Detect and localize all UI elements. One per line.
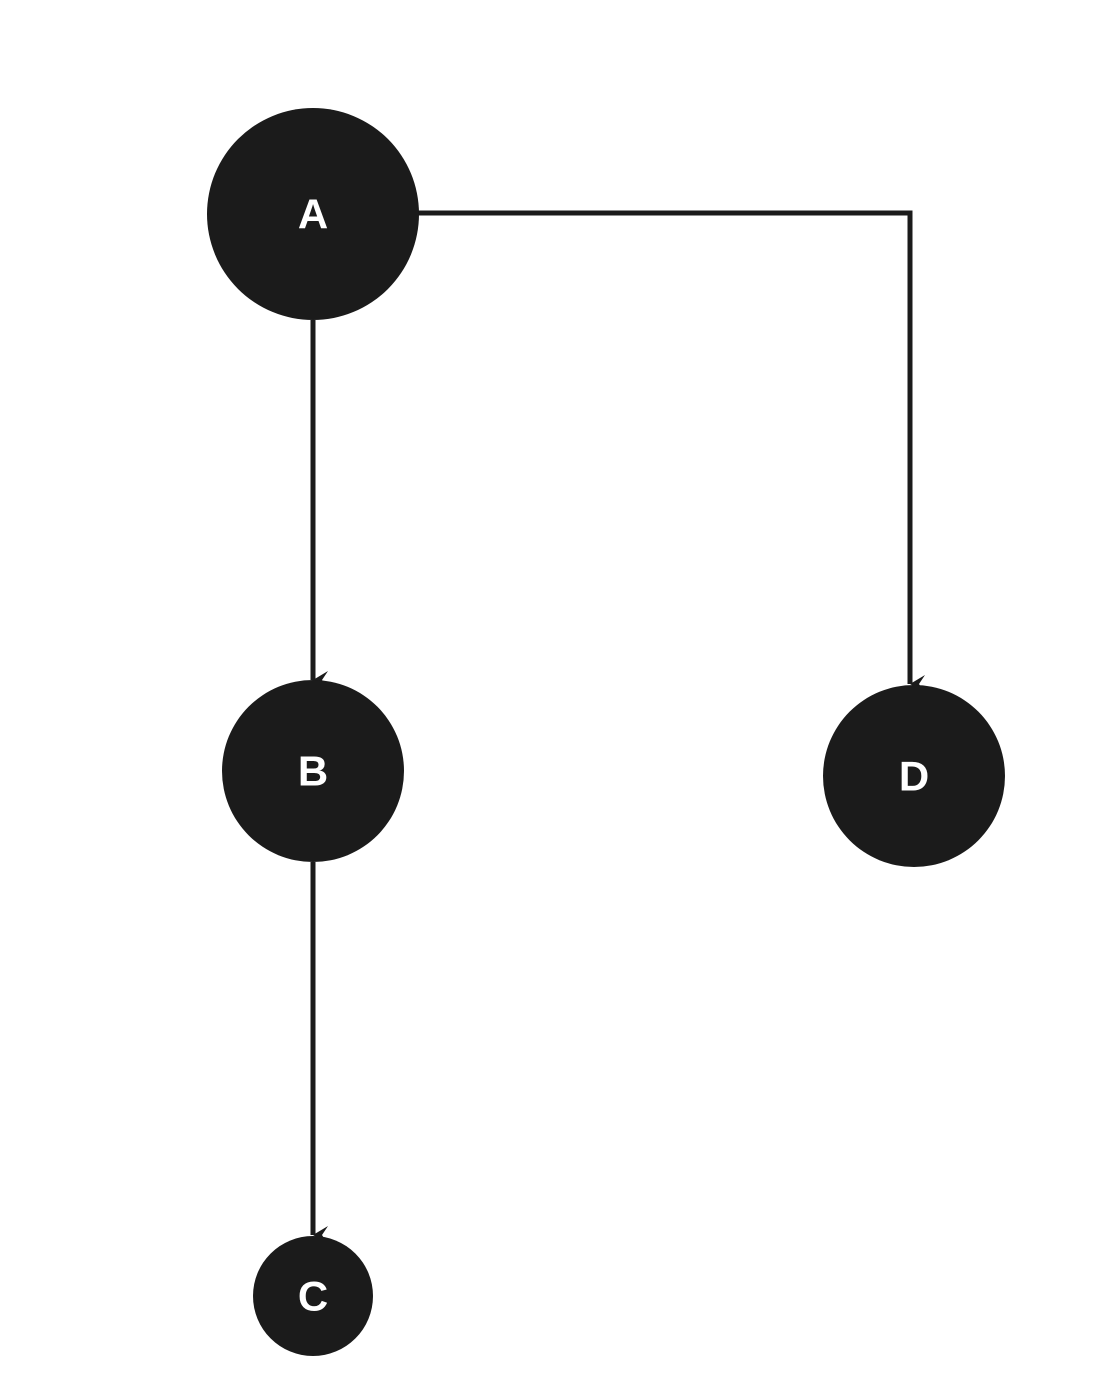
node-b: B	[222, 680, 404, 862]
node-b-circle	[222, 680, 404, 862]
node-c-label: C	[298, 1273, 328, 1320]
node-d: D	[823, 685, 1005, 867]
node-c-circle	[253, 1236, 373, 1356]
node-d-label: D	[899, 753, 929, 800]
node-b-label: B	[298, 748, 328, 795]
edges	[310, 210, 925, 1244]
node-a: A	[207, 108, 419, 320]
node-d-circle	[823, 685, 1005, 867]
node-c: C	[253, 1236, 373, 1356]
node-a-label: A	[298, 191, 328, 238]
node-a-circle	[207, 108, 419, 320]
edge-a-to-d	[418, 210, 925, 693]
